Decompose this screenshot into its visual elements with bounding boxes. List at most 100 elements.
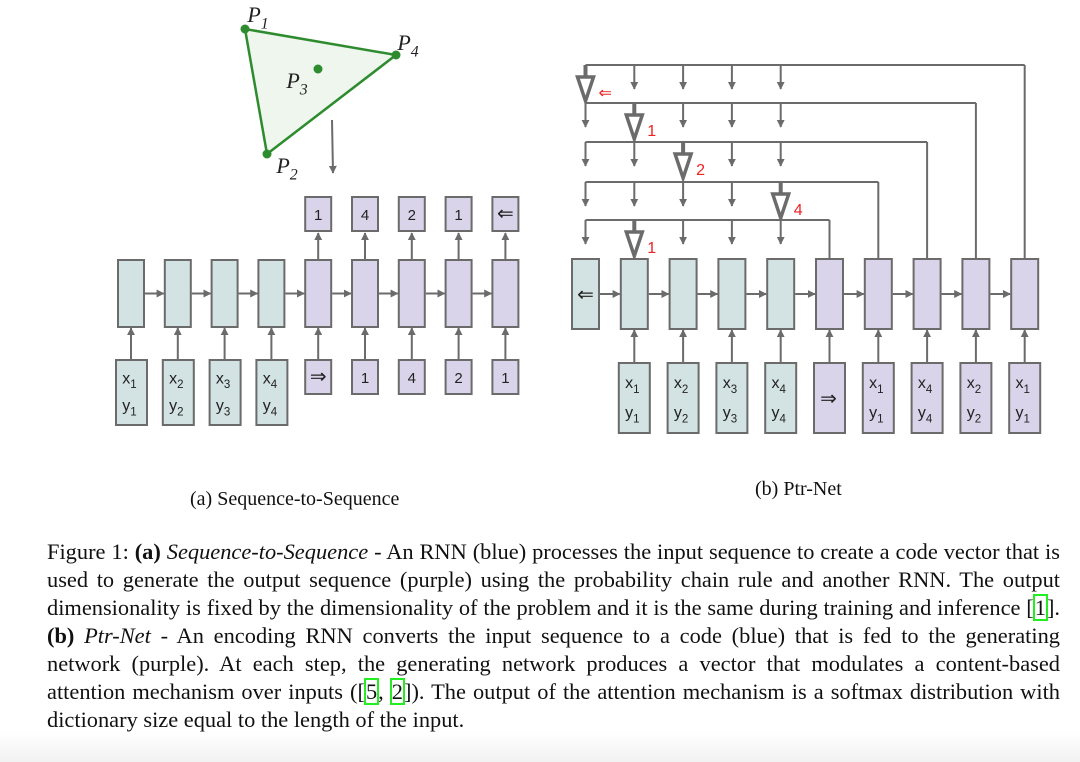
caption-a-text: - An RNN (blue) processes the input sequ… [47,539,1060,620]
citation-link[interactable]: 1 [1032,594,1048,621]
input-box [617,362,651,434]
input-y-label: y1 [625,405,639,426]
input-x-label: x2 [967,375,981,396]
pointer-label: 2 [696,162,705,179]
input-y-label: y3 [216,398,230,419]
pointer-triangle-icon [770,192,792,224]
decoder-rnn-cell [444,259,473,328]
input-box [715,362,749,434]
output-box [397,196,426,232]
output-label: 1 [314,207,322,224]
input-x-label: x2 [169,370,183,391]
output-label: ⇐ [497,203,514,225]
input-y-label: y2 [169,398,183,419]
input-box [161,359,195,426]
caption-figure-label: Figure 1: [47,539,135,564]
point-p4 [391,50,401,60]
decoder-rnn-cell [1010,258,1040,330]
output-box [444,196,473,232]
point-p3 [313,64,323,74]
input-box [1008,362,1042,434]
caption-b-label: (b) [47,623,75,648]
decoder-rnn-cell [304,259,333,328]
input-x-label: x1 [122,370,136,391]
citation-link[interactable]: 2 [389,678,405,705]
decoder-rnn-cell [863,258,893,330]
input-x-label: x1 [869,375,883,396]
input-y-label: y2 [674,405,688,426]
caption-b-text: - An encoding RNN converts the input seq… [47,623,1060,704]
subcaption-ptrnet: (b) Ptr-Net [755,478,842,500]
pointer-triangle-icon [623,230,645,262]
input-y-label: y4 [918,405,933,426]
point-label: P2 [275,153,297,184]
citation-link[interactable]: 5 [363,678,380,705]
encoder-rnn-cell [619,258,649,330]
caption-a-label: (a) [134,539,161,564]
input-y-label: y1 [122,398,136,419]
input-y-label: y3 [723,405,737,426]
decoder-input-box [491,359,520,395]
decoder-rnn-cell [351,259,379,328]
figure-caption: Figure 1: (a) Sequence-to-Sequence - An … [47,538,1060,734]
input-x-label: x1 [625,375,639,396]
encoder-rnn-cell [766,258,796,330]
input-y-label: y1 [1015,405,1029,426]
point-p1 [240,24,250,34]
caption-a-end: ]. [1046,595,1060,620]
input-x-label: x4 [771,375,786,396]
pointer-triangle-icon [672,152,694,184]
pointer-label: 1 [647,240,656,257]
input-y-label: y2 [967,405,981,426]
decoder-start-box [813,362,846,434]
caption-b-end: ]). The output of the attention mechanis… [47,679,1060,732]
input-box [208,359,242,426]
point-label: P4 [396,30,418,61]
convex-hull-polygon [243,27,400,157]
pointer-triangle-icon [575,75,596,107]
input-x-label: x3 [216,370,230,391]
encoder-rnn-cell [117,259,145,328]
encoder-rnn-cell [210,259,239,328]
encoder-rnn-cell [257,259,286,328]
decoder-rnn-cell [397,259,426,328]
input-box [910,362,944,434]
caption-a-title: Sequence-to-Sequence [166,539,369,564]
input-y-label: y1 [869,405,883,426]
decoder-input-box [304,359,333,395]
decoder-input-box [444,359,473,395]
decoder-input-label: ⇒ [310,366,327,388]
bottom-fade [0,732,1080,762]
encoder-start-symbol: ⇐ [577,284,594,306]
decoder-input-label: 1 [361,370,369,387]
pointer-label: 4 [794,202,803,219]
pointer-triangle-icon [623,113,645,145]
input-y-label: y4 [263,398,278,419]
input-y-label: y4 [771,405,786,426]
output-box [351,196,379,232]
input-x-label: x4 [918,375,933,396]
input-box [764,362,798,434]
input-box [255,359,289,426]
pointer-label: ⇐ [599,85,612,102]
decoder-rnn-cell [961,258,991,330]
decoder-input-label: 1 [501,370,509,387]
encoder-rnn-cell [717,258,747,330]
input-x-label: x1 [1015,375,1029,396]
caption-cite-sep: , [378,679,391,704]
point-label: P1 [246,2,268,33]
output-label: 1 [454,207,462,224]
